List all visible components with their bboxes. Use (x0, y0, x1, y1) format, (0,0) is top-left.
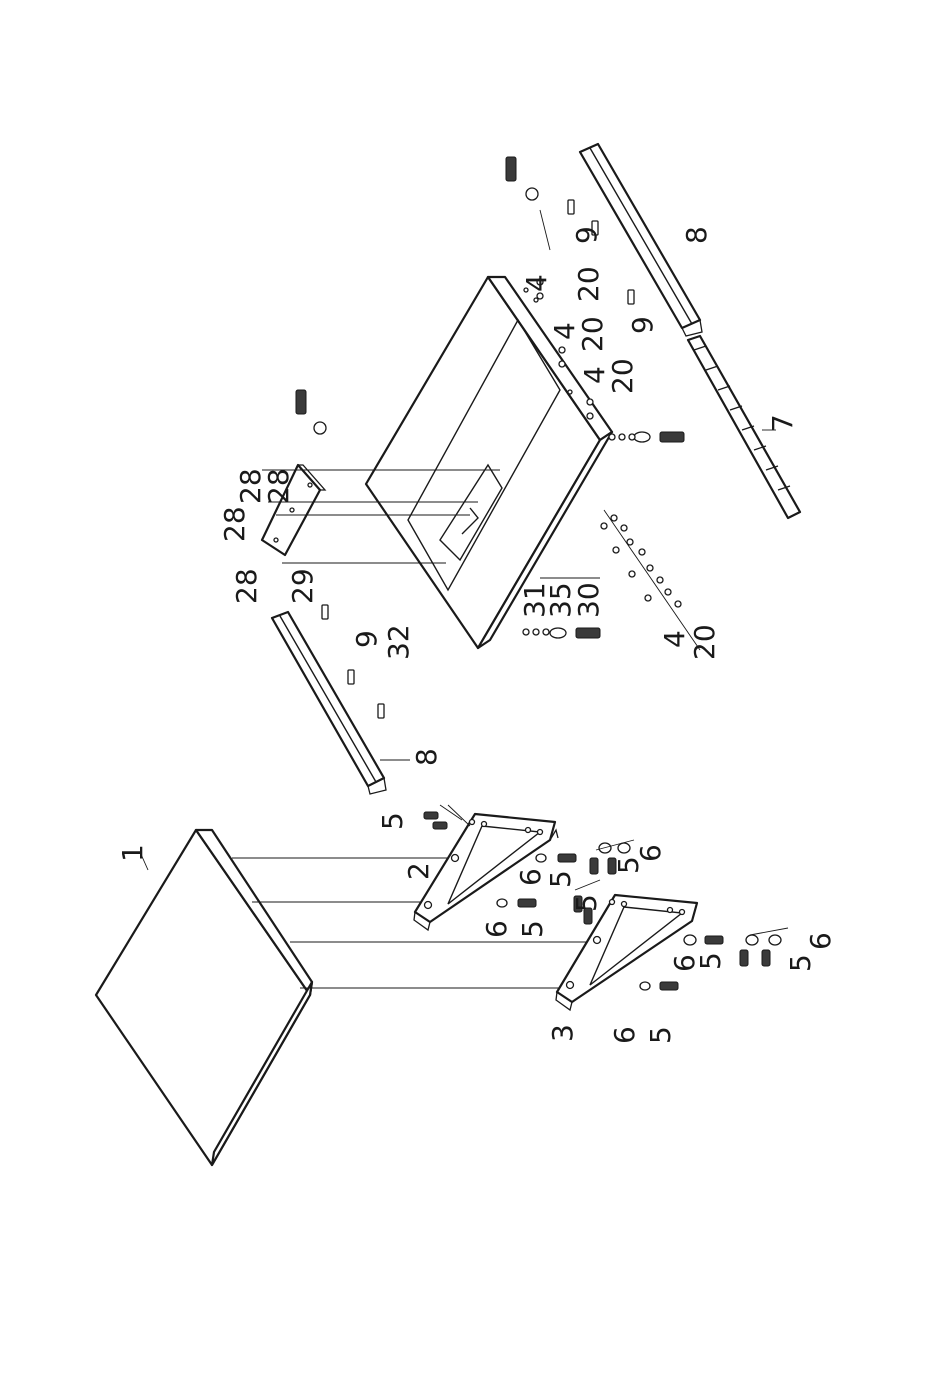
callout-6: 6 (668, 954, 701, 972)
callout-20: 20 (606, 358, 639, 394)
callout-28: 28 (230, 568, 263, 604)
callout-6: 6 (480, 920, 513, 938)
callout-9: 9 (626, 316, 659, 334)
callout-2: 2 (402, 862, 435, 880)
callout-6: 6 (608, 1026, 641, 1044)
callout-6: 6 (634, 844, 667, 862)
callout-20: 20 (576, 316, 609, 352)
callout-1: 1 (116, 844, 149, 862)
callout-5: 5 (544, 870, 577, 888)
callout-28: 28 (262, 468, 295, 504)
callout-5: 5 (784, 954, 817, 972)
callout-7: 7 (766, 414, 799, 432)
part-1-table-top (96, 830, 312, 1165)
callout-9: 9 (570, 226, 603, 244)
callout-5: 5 (644, 1026, 677, 1044)
callout-30: 30 (572, 582, 605, 618)
callout-29: 29 (286, 568, 319, 604)
callout-3: 3 (546, 1024, 579, 1042)
callout-8: 8 (410, 748, 443, 766)
callout-5: 5 (516, 920, 549, 938)
callout-32: 32 (382, 624, 415, 660)
callout-20: 20 (572, 266, 605, 302)
callout-20: 20 (688, 624, 721, 660)
callout-28: 28 (218, 506, 251, 542)
callout-5: 5 (376, 812, 409, 830)
callout-4: 4 (520, 274, 553, 292)
callout-6: 6 (514, 868, 547, 886)
callout-6: 6 (804, 932, 837, 950)
callout-8: 8 (680, 226, 713, 244)
callout-5: 5 (570, 894, 603, 912)
callout-4: 4 (658, 630, 691, 648)
callout-9: 9 (350, 630, 383, 648)
